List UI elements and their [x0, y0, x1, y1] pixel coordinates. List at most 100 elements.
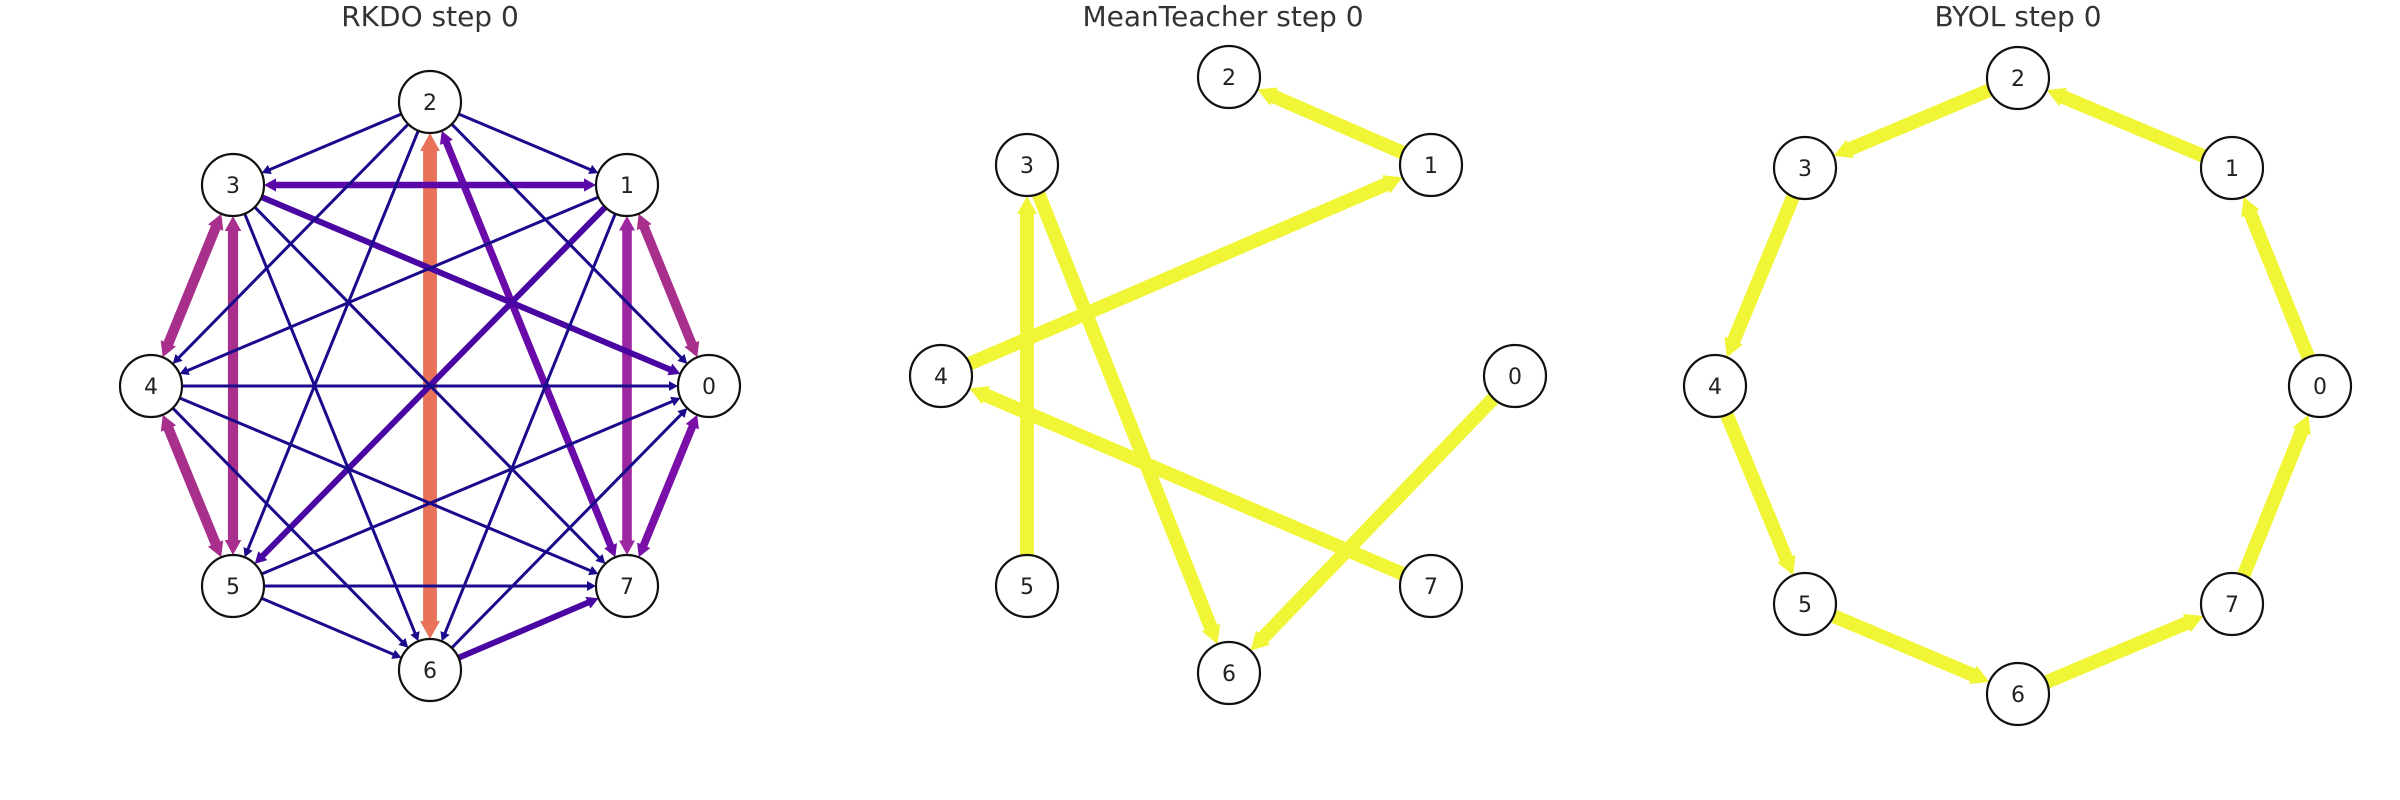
edge-line: [176, 122, 410, 361]
edge-1-6: [440, 212, 617, 642]
node-label: 5: [1020, 575, 1034, 600]
edge-line: [2236, 421, 2310, 583]
edge-4-3: [160, 213, 224, 358]
node-label: 4: [934, 365, 948, 390]
arrow-head-icon: [677, 408, 688, 418]
edge-2-4: [172, 122, 410, 364]
arrow-head-icon: [261, 164, 272, 174]
edge-3-4: [1724, 189, 1801, 358]
arrow-head-icon: [179, 365, 190, 375]
node-circle: [1398, 132, 1464, 198]
node-6: 6: [1985, 661, 2051, 727]
arrow-head-icon: [685, 414, 699, 430]
node-circle: [1682, 353, 1748, 419]
edge-6-7: [2039, 613, 2204, 689]
node-label: 6: [1222, 662, 1236, 687]
arrow-head-icon: [391, 649, 402, 659]
arrow-head-icon: [684, 340, 700, 358]
arrow-head-icon: [585, 596, 599, 609]
edge-5-3: [1017, 196, 1037, 562]
node-label: 5: [226, 575, 240, 600]
edge-line: [266, 112, 403, 172]
arrow-head-icon: [254, 551, 268, 564]
edge-line: [258, 194, 675, 374]
edge-6-7: [455, 596, 599, 661]
arrow-head-icon: [208, 213, 224, 231]
edge-4-5: [1719, 407, 1796, 576]
edge-line: [450, 122, 684, 361]
arrow-head-icon: [172, 354, 183, 364]
edge-line: [1826, 609, 1984, 684]
edge-3-0: [258, 194, 681, 376]
node-1: 1: [2199, 135, 2265, 201]
node-label: 4: [1708, 375, 1722, 400]
edge-line: [1253, 391, 1501, 648]
node-circle: [908, 343, 974, 409]
edge-4-1: [962, 175, 1403, 371]
panel-title: MeanTeacher step 0: [1082, 0, 1363, 33]
arrow-head-icon: [2183, 613, 2204, 633]
node-1: 1: [594, 152, 660, 218]
node-circle: [594, 553, 660, 619]
panel-title: BYOL step 0: [1934, 0, 2101, 33]
arrow-head-icon: [1250, 630, 1271, 651]
arrow-head-icon: [619, 540, 635, 555]
arrow-head-icon: [160, 340, 176, 358]
arrow-head-icon: [669, 381, 678, 391]
node-circle: [397, 637, 463, 703]
node-circle: [594, 152, 660, 218]
node-2: 2: [1985, 45, 2051, 111]
arrow-head-icon: [440, 130, 453, 145]
arrow-head-icon: [420, 133, 440, 151]
node-label: 3: [1020, 154, 1034, 179]
arrow-head-icon: [420, 621, 440, 639]
edge-3-6: [1031, 186, 1221, 645]
node-0: 0: [1482, 343, 1548, 409]
node-label: 0: [1508, 365, 1522, 390]
edge-1-4: [179, 195, 600, 375]
edge-4-7: [178, 396, 599, 576]
node-circle: [1772, 135, 1838, 201]
arrow-head-icon: [224, 216, 242, 231]
node-2: 2: [397, 69, 463, 135]
arrow-head-icon: [595, 554, 606, 564]
arrow-head-icon: [1969, 665, 1990, 684]
arrow-head-icon: [604, 543, 617, 558]
arrow-head-icon: [207, 540, 224, 558]
edge-line: [450, 411, 684, 650]
node-circle: [2199, 571, 2265, 637]
arrow-head-icon: [2241, 196, 2260, 218]
edge-7-0: [2236, 414, 2311, 583]
node-circle: [2287, 353, 2353, 419]
arrow-head-icon: [1777, 554, 1796, 576]
panel-title: RKDO step 0: [341, 0, 519, 33]
edge-line: [442, 212, 617, 637]
node-circle: [1398, 553, 1464, 619]
edge-line: [457, 112, 594, 172]
node-0: 0: [676, 353, 742, 419]
edge-0-7: [637, 414, 699, 558]
edge-2-3: [261, 112, 403, 174]
node-circle: [994, 132, 1060, 198]
edge-line: [178, 396, 594, 573]
node-1: 1: [1398, 132, 1464, 198]
arrow-head-icon: [584, 178, 596, 192]
node-circle: [994, 553, 1060, 619]
arrow-head-icon: [587, 581, 596, 591]
edge-line: [245, 129, 420, 553]
edge-line: [260, 596, 397, 657]
node-5: 5: [1772, 571, 1838, 637]
edge-line: [163, 219, 222, 349]
node-label: 6: [2011, 683, 2025, 708]
edge-line: [962, 176, 1397, 371]
node-label: 5: [1798, 593, 1812, 618]
arrow-head-icon: [264, 178, 276, 192]
node-7: 7: [2199, 571, 2265, 637]
edge-4-5: [160, 414, 224, 558]
node-circle: [676, 353, 742, 419]
node-7: 7: [594, 553, 660, 619]
node-circle: [1482, 343, 1548, 409]
